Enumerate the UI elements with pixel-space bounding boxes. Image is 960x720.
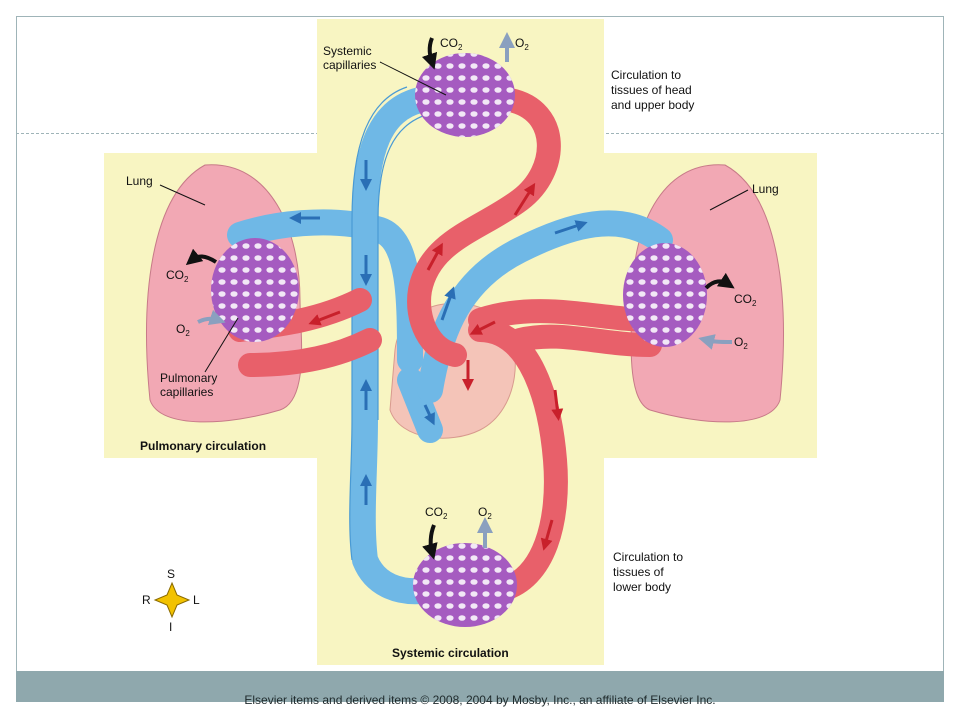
left-capillary-bed (211, 238, 299, 342)
compass-i: I (169, 620, 172, 634)
o2-label-right: O2 (734, 335, 748, 351)
gas-exchange-arrows (185, 32, 735, 560)
compass-s: S (167, 567, 175, 581)
systemic-capillaries-label: Systemic capillaries (323, 44, 376, 72)
footer-bar (16, 671, 944, 702)
compass-r: R (142, 593, 151, 607)
right-capillary-bed (623, 243, 707, 347)
copyright-footer: Elsevier items and derived items © 2008,… (244, 693, 716, 707)
o2-label-left: O2 (176, 322, 190, 338)
compass-l: L (193, 593, 200, 607)
systemic-circulation-label: Systemic circulation (392, 646, 509, 660)
co2-label-left: CO2 (166, 268, 189, 284)
compass-star-icon (153, 581, 191, 619)
pulmonary-capillaries-label: Pulmonary capillaries (160, 371, 221, 399)
pulmonary-circulation-label: Pulmonary circulation (140, 439, 266, 453)
o2-label-lower: O2 (478, 505, 492, 521)
head-circulation-label: Circulation to tissues of head and upper… (611, 68, 695, 112)
lower-circulation-label: Circulation to tissues of lower body (613, 550, 686, 594)
co2-label-lower: CO2 (425, 505, 448, 521)
venous-outline (349, 86, 434, 561)
orientation-compass: S I R L (142, 567, 200, 634)
leader-lines (159, 61, 749, 373)
upper-capillary-bed (415, 53, 515, 137)
co2-label-upper: CO2 (440, 36, 463, 52)
lung-right-label: Lung (752, 182, 779, 196)
venous-flow-arrows (289, 160, 588, 505)
arterial-flow-arrows (308, 182, 564, 551)
co2-label-right: CO2 (734, 292, 757, 308)
lung-left-label: Lung (126, 174, 153, 188)
lower-capillary-bed (413, 543, 517, 627)
o2-label-upper: O2 (515, 36, 529, 52)
